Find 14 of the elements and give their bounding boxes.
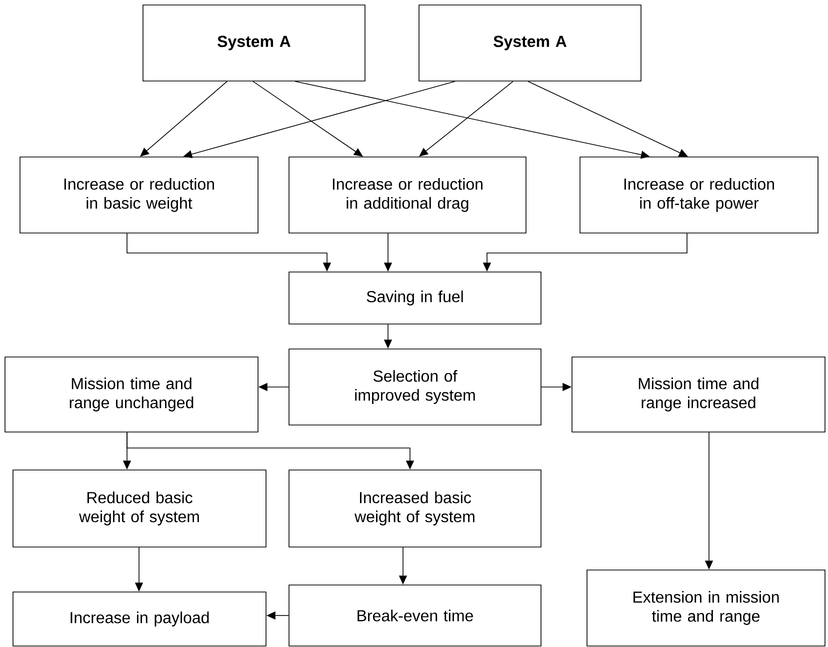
- process-box: Increased basic weight of system: [288, 470, 542, 548]
- process-box: System A: [142, 4, 366, 82]
- process-box: System A: [418, 4, 642, 82]
- process-box: Increase in payload: [12, 592, 266, 646]
- process-box: Extension in mission time and range: [586, 570, 826, 646]
- process-box: Mission time and range increased: [572, 356, 826, 432]
- process-box: Increase or reduction in off-take power: [580, 156, 818, 234]
- process-box: Mission time and range unchanged: [4, 356, 258, 432]
- process-box: Reduced basic weight of system: [12, 470, 266, 548]
- process-box: Selection of improved system: [288, 348, 542, 426]
- process-box: Increase or reduction in additional drag: [288, 156, 526, 234]
- process-box: Increase or reduction in basic weight: [20, 156, 258, 234]
- process-box: Break-even time: [288, 584, 542, 646]
- process-box: Saving in fuel: [288, 272, 542, 324]
